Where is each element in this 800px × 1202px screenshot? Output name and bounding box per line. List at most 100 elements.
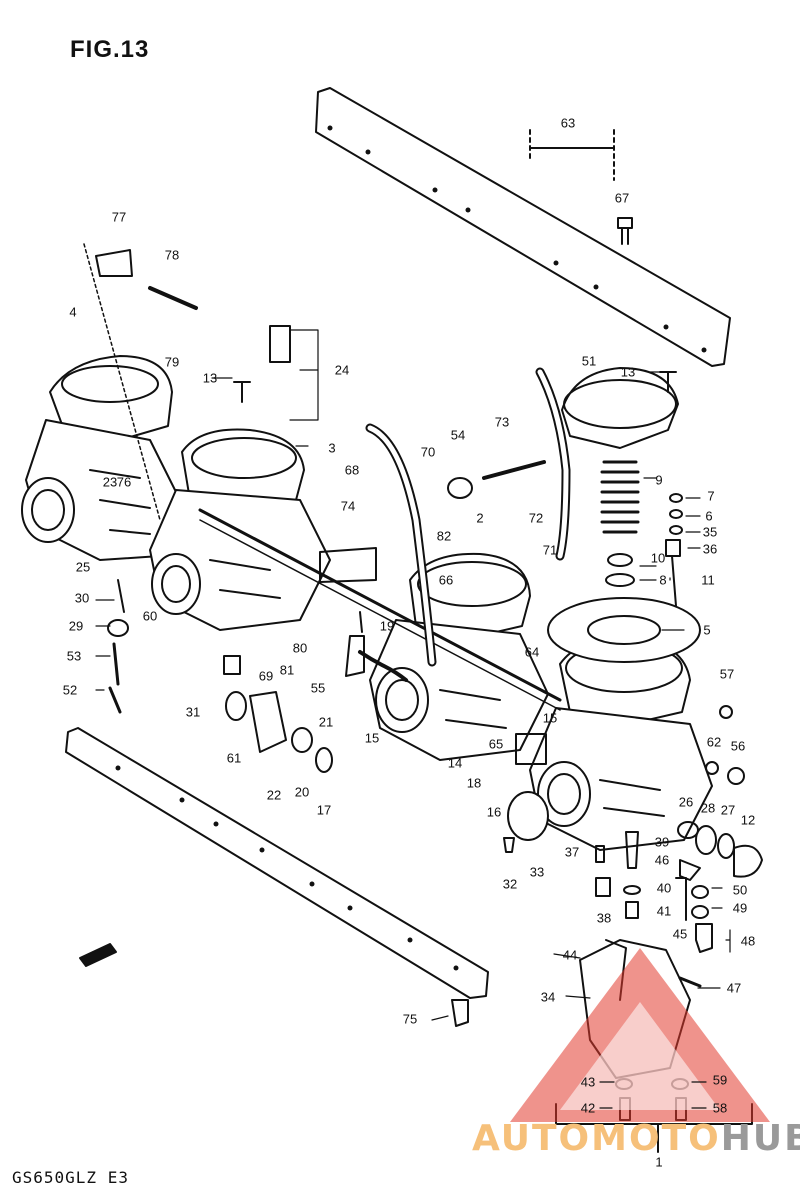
callout-number: 53 [66, 648, 82, 664]
callout-number: 78 [164, 247, 180, 263]
callout-number: 56 [730, 738, 746, 754]
callout-number: 37 [564, 844, 580, 860]
callout-number: 11 [701, 572, 715, 588]
model-code: GS650GLZ E3 [12, 1168, 129, 1187]
callout-number: 59 [712, 1072, 728, 1088]
callout-number: 5 [703, 622, 711, 638]
callout-number: 52 [62, 682, 78, 698]
callout-number: 45 [672, 926, 688, 942]
callout-number: 17 [316, 802, 332, 818]
callout-number: 71 [542, 542, 558, 558]
callout-number: 40 [656, 880, 672, 896]
callout-number: 16 [486, 804, 502, 820]
callout-number: 80 [292, 640, 308, 656]
watermark-triangle [510, 948, 770, 1122]
callout-number: 14 [447, 755, 463, 771]
callout-number: 8 [659, 572, 667, 588]
watermark-part-a: AUTOMOTO [472, 1118, 721, 1159]
callout-number: 47 [726, 980, 742, 996]
callout-number: 69 [258, 668, 274, 684]
callout-number: 12 [740, 812, 756, 828]
callout-number: 57 [719, 666, 735, 682]
front-arrow [79, 943, 117, 967]
callout-number: 62 [706, 734, 722, 750]
callout-number: 75 [402, 1011, 418, 1027]
callout-number: 32 [502, 876, 518, 892]
callout-number: 18 [466, 775, 482, 791]
callout-number: 28 [700, 800, 716, 816]
callout-number: 3 [328, 440, 336, 456]
linkage-rod [198, 508, 562, 702]
small-parts [95, 217, 763, 1027]
callout-number: 19 [379, 618, 395, 634]
callout-number: 6 [705, 508, 713, 524]
callout-number: 29 [68, 618, 84, 634]
callout-number: 61 [226, 750, 242, 766]
callout-number: 63 [560, 115, 576, 131]
callout-number: 58 [712, 1100, 728, 1116]
callout-number: 65 [488, 736, 504, 752]
callout-number: 82 [436, 528, 452, 544]
callout-number: 43 [580, 1074, 596, 1090]
callout-number: 15 [364, 730, 380, 746]
carburetor-third [369, 552, 549, 761]
callout-number: 13 [620, 364, 636, 380]
callout-number: 10 [650, 550, 666, 566]
callout-number: 50 [732, 882, 748, 898]
callout-number: 76 [116, 474, 132, 490]
callout-number: 15 [542, 710, 558, 726]
callout-number: 35 [702, 524, 718, 540]
carburetor-left [21, 355, 181, 561]
callout-number: 34 [540, 989, 556, 1005]
lower-bracket-strip [65, 727, 489, 999]
callout-number: 31 [185, 704, 201, 720]
callout-number: 70 [420, 444, 436, 460]
callout-number: 36 [702, 541, 718, 557]
callout-number: 73 [494, 414, 510, 430]
upper-bracket-strip [315, 87, 731, 367]
callout-number: 7 [707, 488, 715, 504]
callout-number: 81 [279, 662, 295, 678]
callout-number: 39 [654, 834, 670, 850]
callout-number: 49 [732, 900, 748, 916]
callout-number: 54 [450, 427, 466, 443]
callout-number: 21 [318, 714, 334, 730]
callout-number: 44 [562, 947, 578, 963]
callout-number: 51 [581, 353, 597, 369]
callout-number: 1 [655, 1154, 663, 1170]
callout-number: 79 [164, 354, 180, 370]
callout-number: 48 [740, 933, 756, 949]
callout-number: 66 [438, 572, 454, 588]
carburetor-second [149, 428, 331, 631]
callout-number: 13 [202, 370, 218, 386]
callout-number: 23 [102, 474, 118, 490]
callout-number: 41 [656, 903, 672, 919]
watermark-logo: AUTOMOTOHUB [472, 1118, 800, 1159]
callout-number: 33 [529, 864, 545, 880]
callout-number: 38 [596, 910, 612, 926]
watermark-part-b: HUB [720, 1118, 800, 1159]
diaphragm-stack [547, 367, 701, 663]
callout-number: 67 [614, 190, 630, 206]
callout-number: 2 [476, 510, 484, 526]
callout-number: 9 [655, 472, 663, 488]
callout-number: 4 [69, 304, 77, 320]
callout-number: 55 [310, 680, 326, 696]
callout-number: 74 [340, 498, 356, 514]
callout-number: 27 [720, 802, 736, 818]
callout-number: 64 [524, 644, 540, 660]
callout-number: 24 [334, 362, 350, 378]
callout-number: 46 [654, 852, 670, 868]
callout-number: 25 [75, 559, 91, 575]
figure-title: FIG.13 [70, 36, 150, 63]
carburetor-right [529, 636, 713, 851]
callout-number: 68 [344, 462, 360, 478]
callout-number: 77 [111, 209, 127, 225]
callout-number: 72 [528, 510, 544, 526]
callout-number: 26 [678, 794, 694, 810]
callout-number: 30 [74, 590, 90, 606]
callout-number: 20 [294, 784, 310, 800]
callout-number: 60 [142, 608, 158, 624]
callout-number: 42 [580, 1100, 596, 1116]
